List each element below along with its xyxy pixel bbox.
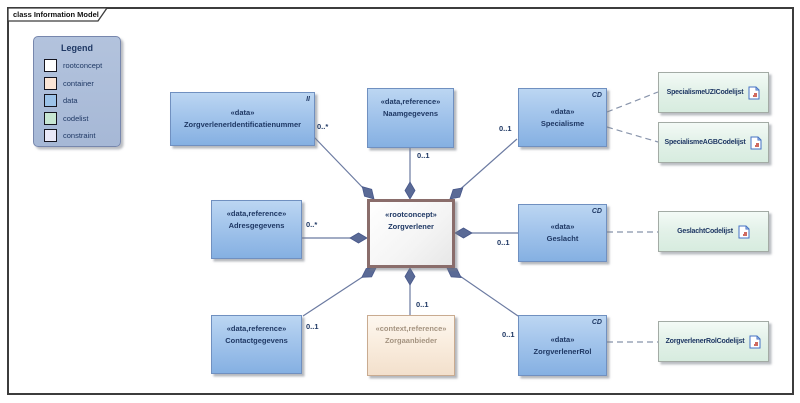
aggregation-diamonds	[349, 181, 473, 286]
diamond-icon	[446, 267, 462, 278]
legend-label: constraint	[63, 131, 96, 140]
node-name: Specialisme	[540, 118, 585, 128]
document-icon	[750, 136, 762, 149]
stereotype: «context,reference»	[375, 324, 447, 333]
multiplicity-specialisme: 0..1	[499, 124, 512, 133]
diamond-icon	[454, 227, 473, 239]
multiplicity-zorgaanbieder: 0..1	[416, 300, 429, 309]
multiplicity-identificatienummer: 0..*	[317, 122, 329, 131]
node-contactgegevens[interactable]: «data,reference» Contactgegevens	[211, 315, 302, 374]
multiplicity-naamgegevens: 0..1	[417, 151, 430, 160]
document-icon	[749, 335, 761, 348]
node-adresgegevens[interactable]: «data,reference» Adresgegevens	[211, 200, 302, 259]
node-name: Zorgaanbieder	[384, 336, 438, 345]
diagram-frame	[7, 7, 794, 395]
legend-item-rootconcept: rootconcept	[44, 59, 120, 72]
connector-contactgegevens	[302, 273, 368, 317]
codelist-swatch	[44, 111, 57, 125]
legend-item-data: data	[44, 94, 120, 107]
connector-specialisme-uzi	[606, 91, 659, 113]
node-specialisme[interactable]: CD «data» Specialisme	[518, 88, 607, 147]
legend-label: data	[63, 96, 78, 105]
node-geslacht[interactable]: CD «data» Geslacht	[518, 204, 607, 262]
document-icon	[738, 225, 750, 238]
diagram-title: class Information Model	[13, 10, 99, 19]
data-swatch	[44, 94, 57, 107]
stereotype: «data,reference»	[226, 324, 287, 333]
multiplicity-zorgverlenerrol: 0..1	[502, 330, 515, 339]
diamond-icon	[404, 267, 416, 286]
diamond-icon	[404, 181, 416, 200]
diamond-icon	[361, 267, 377, 278]
node-zorgverlener-rol-codelijst[interactable]: ZorgverlenerRolCodelijst	[658, 321, 769, 362]
stereotype: «data»	[550, 334, 575, 344]
node-specialisme-uzi-codelijst[interactable]: SpecialismeUZICodelijst	[658, 72, 769, 113]
document-icon	[748, 86, 760, 99]
node-name: SpecialismeAGBCodelijst	[664, 139, 746, 146]
node-name: Zorgverlener	[388, 222, 434, 231]
codelist-connectors	[606, 91, 659, 343]
connector-identificatienummer	[313, 136, 366, 191]
container-swatch	[44, 76, 57, 90]
corner-mark: CD	[591, 92, 602, 99]
connector-zorgverlenerrol	[456, 273, 519, 317]
node-zorgaanbieder[interactable]: «context,reference» Zorgaanbieder	[367, 315, 455, 376]
legend: Legend rootconcept container data codeli…	[33, 36, 121, 147]
node-name: SpecialismeUZICodelijst	[666, 89, 744, 96]
legend-item-codelist: codelist	[44, 111, 120, 125]
connector-specialisme	[455, 138, 518, 194]
stereotype: «rootconcept»	[385, 210, 437, 219]
stereotype: «data,reference»	[226, 209, 287, 218]
legend-item-container: container	[44, 76, 120, 90]
legend-label: container	[63, 78, 94, 88]
stereotype: «data»	[230, 108, 255, 117]
constraint-swatch	[44, 129, 57, 142]
diamond-icon	[361, 186, 375, 200]
node-geslacht-codelijst[interactable]: GeslachtCodelijst	[658, 211, 769, 252]
diamond-icon	[449, 187, 464, 200]
aggregation-connectors	[302, 136, 519, 317]
legend-title: Legend	[60, 43, 93, 53]
rootconcept-swatch	[44, 59, 57, 72]
node-zorgverlener-identificatienummer[interactable]: II «data» ZorgverlenerIdentificatienumme…	[170, 92, 315, 146]
node-name: Naamgegevens	[382, 109, 439, 118]
legend-label: codelist	[63, 113, 89, 123]
stereotype: «data»	[550, 222, 575, 231]
corner-mark: CD	[591, 319, 602, 326]
node-specialisme-agb-codelijst[interactable]: SpecialismeAGBCodelijst	[658, 122, 769, 163]
stereotype: «data,reference»	[380, 97, 441, 106]
node-name: Geslacht	[546, 234, 579, 243]
node-name: ZorgverlenerIdentificatienummer	[183, 120, 302, 129]
node-name: ZorgverlenerRolCodelijst	[665, 338, 745, 345]
corner-mark: II	[306, 96, 310, 103]
node-naamgegevens[interactable]: «data,reference» Naamgegevens	[367, 88, 454, 148]
multiplicity-geslacht: 0..1	[497, 238, 510, 247]
stereotype: «data»	[550, 106, 575, 116]
node-zorgverlener-rol[interactable]: CD «data» ZorgverlenerRol	[518, 315, 607, 376]
legend-item-constraint: constraint	[44, 129, 120, 142]
node-name: GeslachtCodelijst	[677, 228, 733, 235]
node-zorgverlener[interactable]: «rootconcept» Zorgverlener	[367, 199, 455, 268]
legend-label: rootconcept	[63, 61, 103, 70]
multiplicity-contactgegevens: 0..1	[306, 322, 319, 331]
multiplicity-adresgegevens: 0..*	[306, 220, 318, 229]
diagram-frame-tab	[7, 7, 109, 22]
node-name: ZorgverlenerRol	[533, 346, 592, 356]
diamond-icon	[349, 232, 368, 244]
corner-mark: CD	[591, 208, 602, 215]
node-name: Contactgegevens	[225, 336, 288, 345]
node-name: Adresgegevens	[228, 221, 285, 230]
connector-specialisme-agb	[606, 126, 659, 143]
